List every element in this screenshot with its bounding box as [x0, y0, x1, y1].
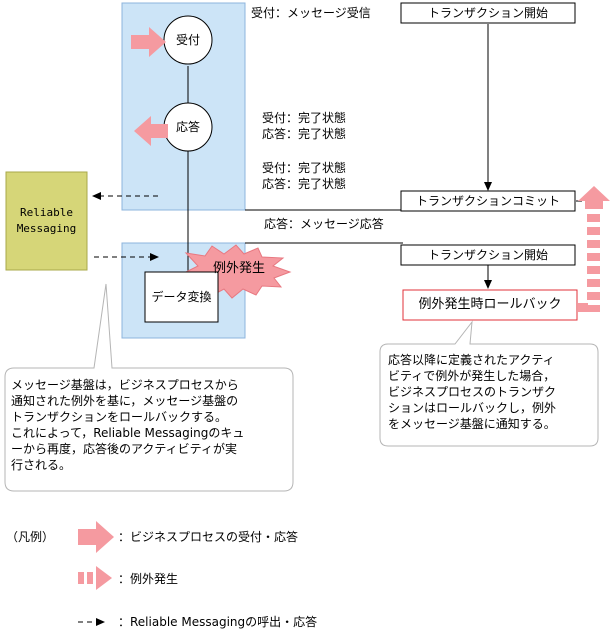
receive-arrow-icon [131, 27, 166, 57]
exception-label: 例外発生 [212, 261, 265, 276]
reliable-messaging-label: Reliable Messaging [16, 206, 77, 235]
label-states-1: 受付：完了状態 応答：完了状態 [262, 111, 347, 141]
reliable-messaging-box [5, 171, 88, 271]
respond-arrow-icon [134, 116, 168, 146]
transaction-start-box-2 [400, 244, 576, 266]
legend-dashed-arrow-icon [78, 566, 112, 590]
transaction-commit-label: トランザクションコミット [415, 194, 560, 208]
retry-dashed-pink-arrow-icon [578, 186, 610, 312]
left-callout-text: メッセージ基盤は，ビジネスプロセスから 通知された例外を基に，メッセージ基盤の … [11, 378, 245, 472]
legend-title: （凡例） [6, 530, 55, 544]
right-callout-bubble [379, 320, 599, 447]
legend-item-1: ：ビジネスプロセスの受付・応答 [118, 530, 299, 544]
rollback-box [402, 289, 578, 321]
label-receive-message: 受付：メッセージ受信 [251, 6, 371, 20]
right-callout-text: 応答以降に定義されたアクティ ビティで例外が発生した場合， ビジネスプロセスのト… [388, 353, 557, 431]
respond-node-label: 応答 [175, 120, 200, 134]
receive-node [163, 15, 213, 65]
legend-item-3: ：Reliable Messagingの呼出・応答 [118, 615, 318, 629]
legend-item-2: ：例外発生 [118, 572, 179, 586]
receive-node-label: 受付 [175, 33, 200, 47]
data-conversion-box [144, 271, 219, 323]
left-callout-bubble [4, 283, 294, 492]
label-states-2: 受付：完了状態 応答：完了状態 [262, 161, 347, 191]
transaction-start-box-1 [400, 2, 576, 24]
data-conversion-label: データ変換 [151, 290, 212, 304]
rollback-label: 例外発生時ロールバック [418, 297, 562, 312]
transaction-start-label-2: トランザクション開始 [427, 248, 548, 262]
transaction-start-label-1: トランザクション開始 [427, 6, 548, 20]
transaction-commit-box [400, 190, 576, 212]
label-response-message: 応答：メッセージ応答 [264, 217, 384, 231]
legend-solid-arrow-icon [78, 521, 114, 553]
